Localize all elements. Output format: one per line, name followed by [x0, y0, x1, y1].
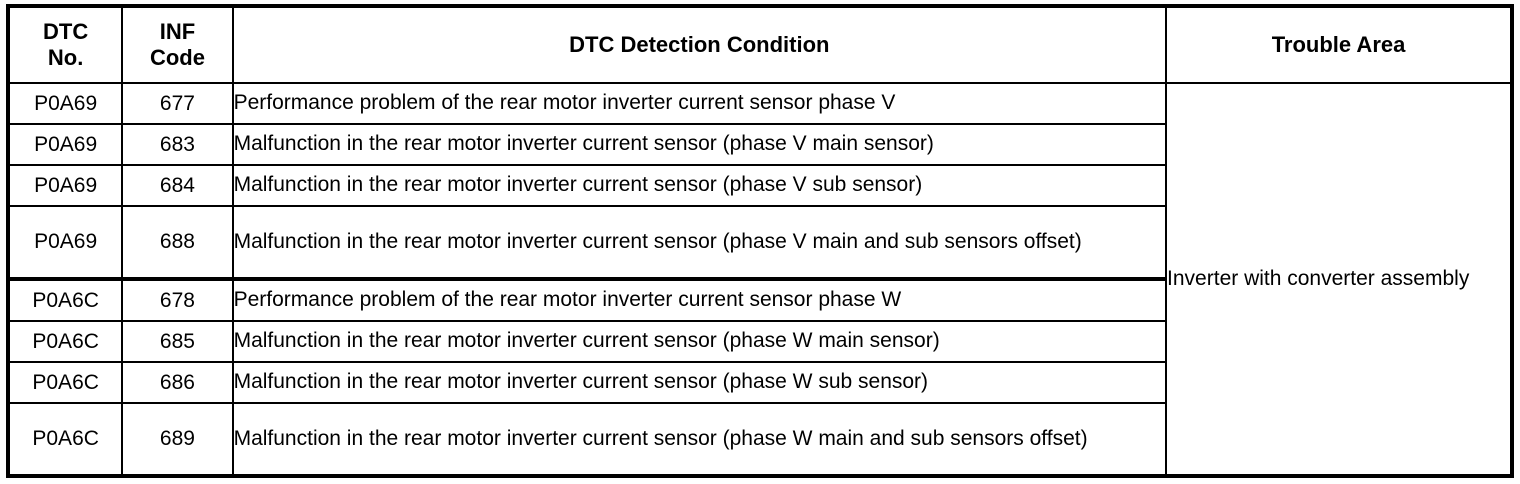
cell-inf-code: 689: [121, 402, 234, 476]
cell-inf-code: 678: [121, 278, 234, 322]
cell-dtc-no: P0A69: [6, 164, 124, 207]
table-row: P0A6C 686 Malfunction in the rear motor …: [6, 361, 1512, 404]
table-row: P0A69 684 Malfunction in the rear motor …: [6, 164, 1512, 207]
cell-inf-code: 688: [121, 205, 234, 281]
table-row: P0A6C 685 Malfunction in the rear motor …: [6, 320, 1512, 363]
dtc-table: DTC No. INF Code DTC Detection Condition…: [6, 4, 1514, 478]
column-header-inf-code-line2: Code: [149, 45, 205, 70]
cell-dtc-no: P0A6C: [6, 278, 124, 322]
cell-inf-code: 684: [121, 164, 234, 207]
cell-inf-code: 683: [121, 123, 234, 166]
cell-dtc-no: P0A6C: [6, 402, 124, 476]
cell-inf-code: 677: [121, 82, 234, 125]
cell-detection-condition: Malfunction in the rear motor inverter c…: [231, 361, 1168, 404]
table-row: P0A69 688 Malfunction in the rear motor …: [6, 205, 1512, 281]
table-row: P0A69 683 Malfunction in the rear motor …: [6, 123, 1512, 166]
cell-detection-condition: Performance problem of the rear motor in…: [231, 82, 1168, 125]
cell-dtc-no: P0A6C: [6, 361, 124, 404]
table-header: DTC No. INF Code DTC Detection Condition…: [6, 5, 1513, 84]
cell-detection-condition: Malfunction in the rear motor inverter c…: [231, 123, 1168, 166]
cell-inf-code: 685: [121, 320, 234, 363]
column-header-dtc-no-line2: No.: [47, 45, 84, 70]
table-row: P0A6C 689 Malfunction in the rear motor …: [6, 402, 1512, 476]
cell-inf-code: 686: [121, 361, 234, 404]
cell-dtc-no: P0A6C: [6, 320, 124, 363]
table-row: P0A6C 678 Performance problem of the rea…: [6, 278, 1512, 322]
column-header-dtc-no: DTC No.: [6, 5, 124, 84]
column-header-dtc-no-line1: DTC: [43, 19, 89, 45]
cell-trouble-area: Inverter with converter assembly: [1165, 82, 1513, 477]
column-header-detection-condition: DTC Detection Condition: [231, 5, 1168, 84]
cell-dtc-no: P0A69: [6, 205, 124, 281]
cell-dtc-no: P0A69: [6, 82, 124, 125]
table-row: P0A69 677 Performance problem of the rea…: [6, 82, 1513, 477]
column-header-trouble-area: Trouble Area: [1165, 5, 1513, 84]
cell-dtc-no: P0A69: [6, 123, 124, 166]
cell-detection-condition: Malfunction in the rear motor inverter c…: [231, 205, 1168, 281]
cell-detection-condition: Malfunction in the rear motor inverter c…: [231, 320, 1168, 363]
cell-detection-condition: Performance problem of the rear motor in…: [231, 278, 1168, 322]
column-header-inf-code: INF Code: [121, 5, 234, 84]
column-header-inf-code-line1: INF: [159, 19, 196, 45]
table-body: P0A69 677 Performance problem of the rea…: [6, 82, 1513, 477]
cell-detection-condition: Malfunction in the rear motor inverter c…: [231, 164, 1168, 207]
dtc-table-container: DTC No. INF Code DTC Detection Condition…: [6, 4, 1514, 478]
header-row: DTC No. INF Code DTC Detection Condition…: [6, 5, 1513, 84]
cell-detection-condition: Malfunction in the rear motor inverter c…: [231, 402, 1168, 476]
